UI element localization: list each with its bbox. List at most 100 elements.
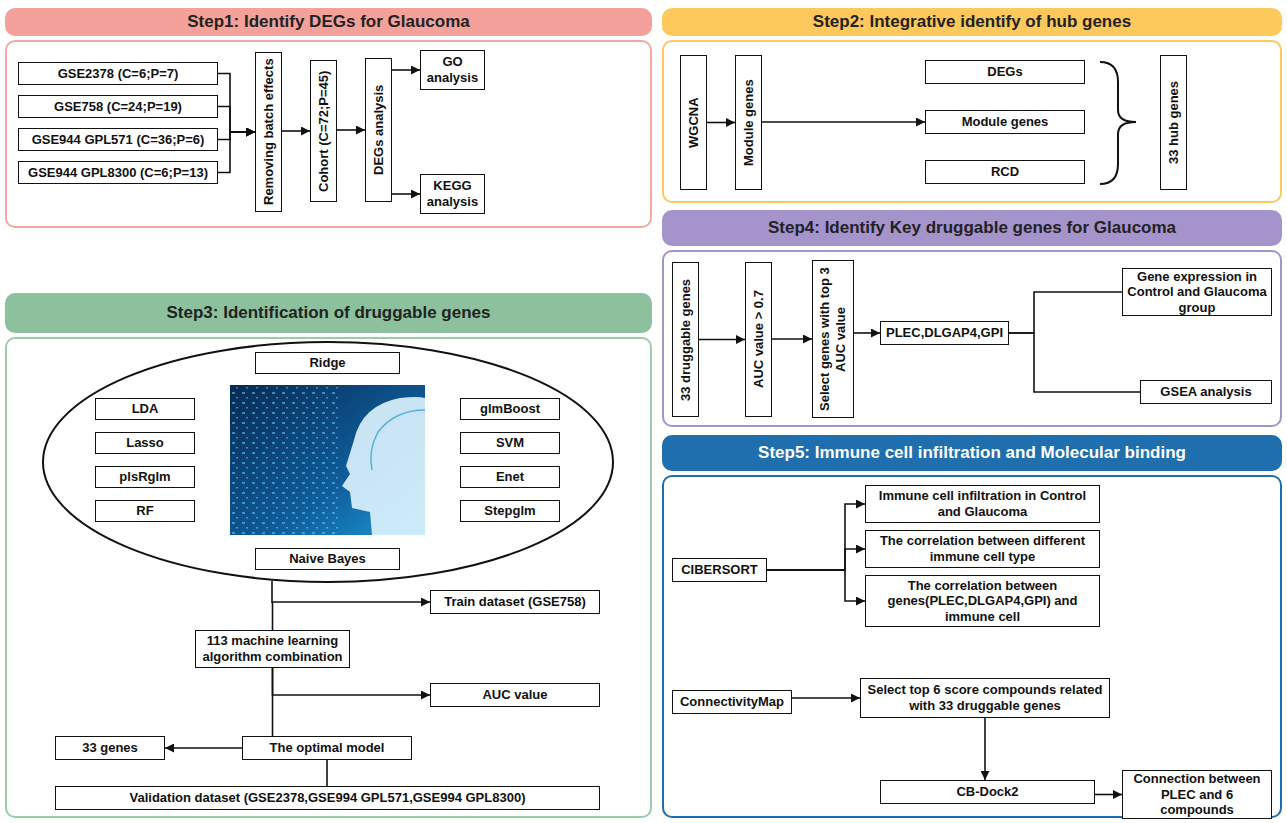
flow-connector [1095, 794, 1122, 796]
panel-header: Step2: Integrative identify of hub genes [662, 8, 1282, 36]
flow-connector [282, 130, 310, 132]
process-box: ConnectivityMap [672, 690, 792, 714]
process-box: Stepglm [460, 500, 560, 522]
process-box: RF [95, 500, 195, 522]
process-box: plsRglm [95, 466, 195, 488]
box-label: GSE758 (C=24;P=19) [54, 99, 182, 115]
step-heading: Step1: Identify DEGs for Glaucoma [187, 12, 469, 32]
box-label: Naive Bayes [289, 551, 366, 567]
vertical-process-box: DEGs analysis [365, 58, 392, 202]
process-box: GSE758 (C=24;P=19) [18, 95, 218, 118]
box-label: Validation dataset (GSE2378,GSE994 GPL57… [130, 790, 526, 806]
box-label: 113 machine learning algorithm combinati… [199, 633, 346, 664]
step-panel: Step3: Identification of druggable genes… [5, 293, 652, 818]
process-box: 113 machine learning algorithm combinati… [195, 630, 350, 668]
box-label: ConnectivityMap [680, 694, 784, 710]
flow-connector [218, 132, 255, 173]
flow-connector [854, 332, 880, 334]
box-label: Ridge [309, 355, 345, 371]
panel-header: Step1: Identify DEGs for Glaucoma [5, 8, 652, 36]
panel-outline [662, 475, 1282, 818]
process-box: SVM [460, 432, 560, 454]
box-label: DEGs [987, 64, 1022, 80]
box-label: Immune cell infiltration in Control and … [869, 488, 1096, 519]
step-panel: Step4: Identify Key druggable genes for … [662, 210, 1282, 427]
box-label: Module genes [741, 79, 757, 166]
step-panel: Step2: Integrative identify of hub genes… [662, 8, 1282, 203]
process-box: Select top 6 score compounds related wit… [860, 678, 1110, 718]
process-box: DEGs [925, 60, 1085, 84]
box-label: GSE944 GPL8300 (C=6;P=13) [28, 165, 208, 181]
box-label: GO analysis [424, 54, 481, 85]
box-label: GSEA analysis [1160, 384, 1251, 400]
process-box: GSE2378 (C=6;P=7) [18, 62, 218, 85]
flow-connector [392, 69, 420, 71]
box-label: Removing batch effects [261, 59, 277, 206]
flow-connector [218, 132, 255, 140]
box-label: AUC value > 0.7 [751, 291, 767, 389]
step-panel: Step5: Immune cell infiltration and Mole… [662, 435, 1282, 818]
box-label: Cohort (C=72;P=45) [316, 70, 332, 191]
box-label: AUC value [482, 687, 547, 703]
vertical-process-box: AUC value > 0.7 [745, 262, 772, 417]
flow-connector [767, 504, 865, 570]
box-label: glmBoost [480, 401, 540, 417]
flow-connector [699, 339, 745, 341]
panel-header: Step5: Immune cell infiltration and Mole… [662, 435, 1282, 471]
flow-connector [772, 338, 812, 340]
vertical-process-box: Cohort (C=72;P=45) [310, 60, 337, 202]
box-label: CB-Dock2 [956, 784, 1018, 800]
box-label: Train dataset (GSE758) [444, 594, 586, 610]
process-box: GSE944 GPL8300 (C=6;P=13) [18, 161, 218, 184]
process-box: Validation dataset (GSE2378,GSE994 GPL57… [55, 786, 600, 810]
process-box: RCD [925, 160, 1085, 184]
process-box: KEGG analysis [420, 174, 485, 214]
process-box: LDA [95, 398, 195, 420]
process-box: Gene expression in Control and Glaucoma … [1122, 268, 1272, 316]
step-heading: Step4: Identify Key druggable genes for … [768, 218, 1176, 238]
box-label: GSE944 GPL571 (C=36;P=6) [32, 132, 205, 148]
flow-connector [337, 129, 365, 131]
box-label: Select top 6 score compounds related wit… [864, 682, 1106, 713]
curly-brace [1100, 62, 1136, 184]
ai-head-illustration [230, 385, 425, 535]
flow-connector [272, 668, 274, 736]
process-box: GO analysis [420, 50, 485, 90]
process-box: AUC value [430, 683, 600, 707]
box-label: RF [136, 503, 153, 519]
box-label: plsRglm [119, 469, 170, 485]
box-label: 33 hub genes [1166, 81, 1182, 164]
flow-connector [273, 668, 431, 695]
flow-connector [767, 570, 865, 601]
box-label: WGCNA [686, 97, 702, 148]
flow-connector [762, 121, 925, 123]
box-label: The correlation between different immune… [869, 533, 1096, 564]
vertical-process-box: Select genes with top 3 AUC value [812, 260, 854, 418]
flow-connector [1009, 333, 1140, 392]
process-box: GSE944 GPL571 (C=36;P=6) [18, 128, 218, 151]
process-box: PLEC,DLGAP4,GPI [880, 321, 1009, 345]
step-heading: Step2: Integrative identify of hub genes [813, 12, 1131, 32]
process-box: The correlation between genes(PLEC,DLGAP… [865, 575, 1100, 627]
process-box: Train dataset (GSE758) [430, 590, 600, 614]
flow-connector [165, 747, 242, 749]
panel-header: Step3: Identification of druggable genes [5, 293, 652, 333]
model-ellipse [43, 342, 613, 582]
flow-connector [326, 760, 328, 786]
flow-connector [218, 107, 255, 133]
process-box: 33 genes [55, 736, 165, 760]
box-label: 33 druggable genes [678, 278, 694, 400]
flow-connector [707, 122, 735, 124]
flow-connector [792, 697, 860, 699]
box-label: Enet [496, 469, 524, 485]
process-box: Connection between PLEC and 6 compounds [1122, 770, 1272, 819]
step-heading: Step3: Identification of druggable genes [167, 303, 491, 323]
process-box: glmBoost [460, 398, 560, 420]
process-box: The correlation between different immune… [865, 530, 1100, 568]
box-label: KEGG analysis [424, 178, 481, 209]
process-box: CB-Dock2 [880, 780, 1095, 804]
flow-connector [984, 718, 986, 780]
box-label: GSE2378 (C=6;P=7) [58, 66, 179, 82]
box-label: The optimal model [270, 740, 385, 756]
box-label: LDA [132, 401, 159, 417]
